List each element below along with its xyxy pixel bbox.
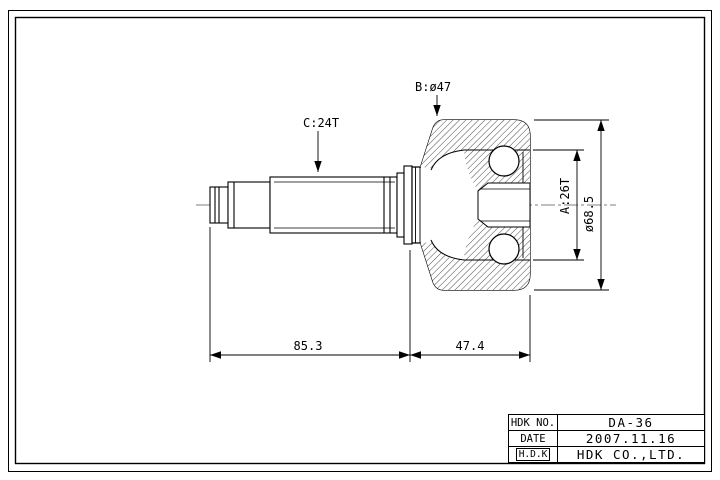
spline-shaft [269,176,398,234]
shaft [209,165,413,245]
date-label: DATE [509,431,558,446]
date-value: 2007.11.16 [585,431,677,446]
cavity-line-bottom [430,239,530,261]
drawing-border-outer [8,10,712,472]
title-block-row-company: H.D.K HDK CO.,LTD. [509,446,704,462]
dim-shaft-length: 85.3 [294,339,323,353]
drawing-frame [8,10,712,472]
label-a-spline: A:26T [558,178,572,214]
title-block: HDK NO. DA-36 DATE 2007.11.16 H.D.K HDK … [508,414,705,463]
label-c-spline: C:24T [303,116,339,130]
hatch-bottom-outer [420,242,530,290]
hatch-top-outer [420,120,530,168]
boot-groove-step1 [396,172,405,238]
hdk-logo: H.D.K [515,448,551,461]
company-name: HDK CO.,LTD. [576,447,686,462]
bearing-ball-bottom [488,233,520,265]
label-outer-diameter: ø68.5 [582,196,596,232]
dimension-lines [209,95,609,362]
bearing-ball-top [488,145,520,177]
label-b-diameter: B:ø47 [415,80,451,94]
annotations: B:ø47 C:24T A:26T ø68.5 85.3 47.4 [294,80,596,353]
company-logo-cell: H.D.K [509,447,558,462]
title-block-row-hdk-no: HDK NO. DA-36 [509,415,704,430]
hdk-no-label: HDK NO. [509,415,558,430]
dim-joint-length: 47.4 [456,339,485,353]
cavity-line-top [430,149,530,171]
inner-race [477,182,531,228]
boot-groove-step2 [403,165,413,245]
inner-race-outline [477,182,531,228]
title-block-row-date: DATE 2007.11.16 [509,430,704,446]
hdk-no-value: DA-36 [608,415,654,430]
drawing-border-inner [14,16,706,465]
shaft-collar [227,181,271,229]
